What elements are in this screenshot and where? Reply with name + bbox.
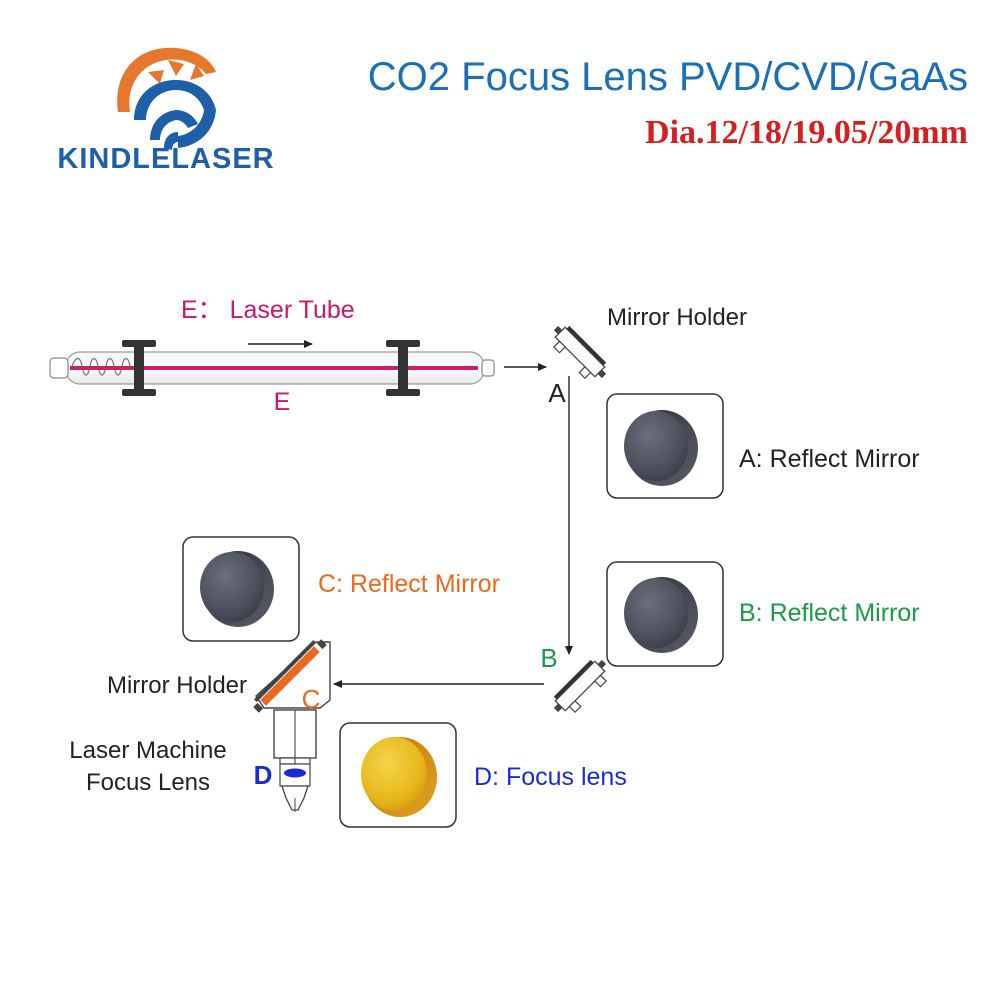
component-label-b: B: Reflect Mirror xyxy=(739,599,920,627)
page-title: CO2 Focus Lens PVD/CVD/GaAs xyxy=(368,55,968,99)
component-card-d xyxy=(339,722,457,828)
mirror-holder-top-label: Mirror Holder xyxy=(607,304,747,331)
tube-bracket-right xyxy=(386,340,420,396)
point-label-d: D xyxy=(254,760,273,790)
component-label-a: A: Reflect Mirror xyxy=(739,445,920,473)
laser-tube-caption: E： Laser Tube xyxy=(181,296,355,324)
sun-rising-over-globe-logo-icon xyxy=(117,47,216,150)
page-subtitle: Dia.12/18/19.05/20mm xyxy=(645,114,968,151)
tube-bracket-left xyxy=(122,340,156,396)
tube-end-cap-left xyxy=(49,357,69,379)
component-card-a xyxy=(606,393,724,499)
brand-logo: KINDLELASER xyxy=(57,47,274,175)
yellow-lens-icon xyxy=(361,737,437,817)
component-label-c: C: Reflect Mirror xyxy=(318,570,500,598)
point-label-a: A xyxy=(548,378,566,408)
laser-tube: E： Laser Tube E xyxy=(49,296,495,416)
component-card-b xyxy=(606,561,724,667)
beam-path xyxy=(333,363,573,688)
point-label-b: B xyxy=(540,643,557,673)
head-label-line1: Laser Machine xyxy=(69,737,226,764)
gray-mirror-icon xyxy=(200,551,274,627)
tube-letter-e: E xyxy=(274,388,291,416)
mirror-c-element xyxy=(253,639,327,713)
mirror-holder-a: Mirror Holder A xyxy=(548,304,747,408)
mirror-holder-b: B xyxy=(540,643,608,714)
tube-end-cap-right xyxy=(481,359,495,377)
head-label-line2: Focus Lens xyxy=(86,769,210,796)
point-label-c: C xyxy=(302,684,321,714)
brand-name: KINDLELASER xyxy=(57,143,274,175)
laser-head: Mirror Holder C D Laser Machine Focus Le… xyxy=(69,639,331,812)
component-card-c xyxy=(182,536,300,642)
component-label-d: D: Focus lens xyxy=(474,763,627,791)
gray-mirror-icon xyxy=(624,577,698,653)
gray-mirror-icon xyxy=(624,410,698,486)
mirror-holder-bottom-label: Mirror Holder xyxy=(107,672,247,699)
lens-d-element xyxy=(284,768,306,778)
